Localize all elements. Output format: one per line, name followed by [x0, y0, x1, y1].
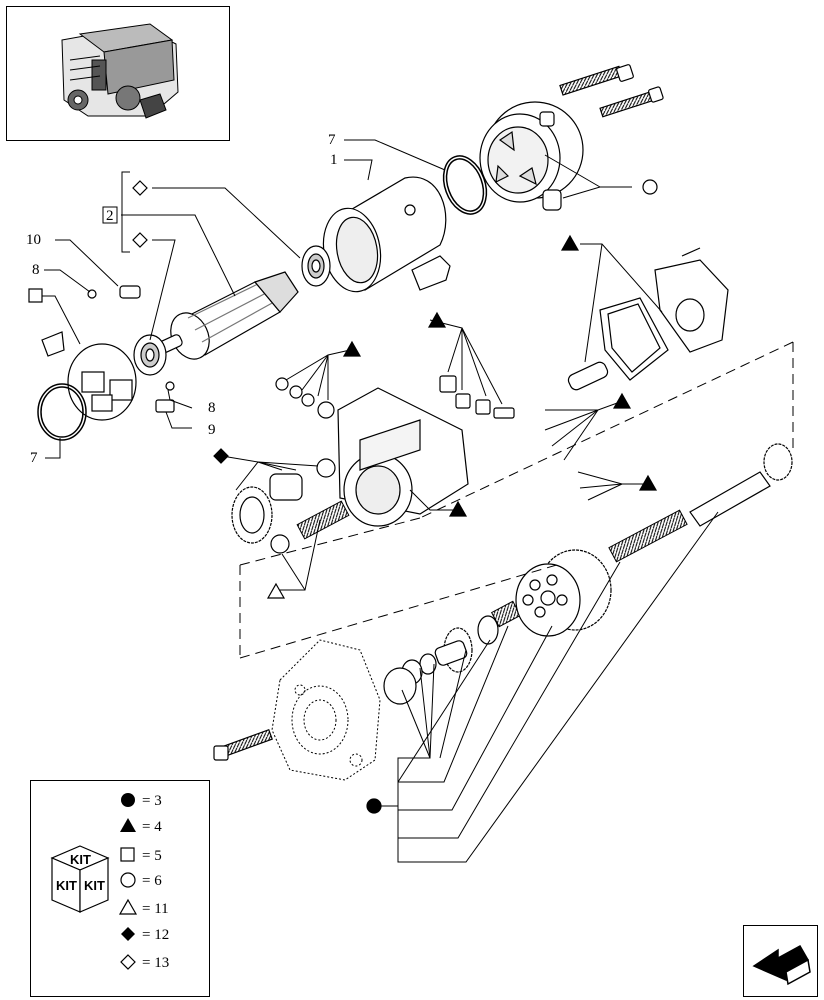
engine-thumbnail — [61, 23, 179, 119]
callout-8-lower: 8 — [208, 400, 216, 416]
legend-item-11: = 11 — [142, 901, 169, 917]
filled-triangle-icon — [120, 818, 136, 832]
callout-2: 2 — [106, 208, 114, 224]
open-circle-icon — [642, 179, 658, 195]
ball-bearing-lower — [133, 334, 167, 376]
open-diamond-icon — [132, 232, 148, 248]
filled-triangle-icon — [612, 392, 632, 409]
ball-bearing — [301, 245, 331, 287]
callout-8: 8 — [32, 262, 40, 278]
return-spring — [296, 500, 688, 628]
o-ring-lower — [37, 383, 87, 441]
through-bolt — [559, 64, 664, 118]
kit-label-left: KIT — [56, 878, 77, 893]
open-circle-icon — [120, 872, 136, 888]
kit-legend: KIT KIT KIT = 3 = 4 = 5 = 6 = 11 = 12 = … — [50, 793, 169, 971]
filled-triangle-icon — [448, 500, 468, 517]
legend-item-12: = 12 — [142, 927, 169, 943]
filled-triangle-icon — [638, 474, 658, 491]
filled-circle-icon — [121, 793, 135, 807]
filled-diamond-icon — [121, 927, 135, 941]
open-square-icon — [28, 288, 43, 303]
legend-item-13: = 13 — [142, 955, 169, 971]
kit-cube-icon — [50, 845, 110, 913]
output-shaft — [689, 443, 793, 527]
mounting-bolt — [213, 728, 273, 761]
kit-label-top: KIT — [70, 852, 91, 867]
filled-diamond-icon — [213, 448, 229, 464]
intermediate-gear — [383, 615, 499, 705]
leader-lines — [40, 139, 719, 863]
callout-9: 9 — [208, 422, 216, 438]
part-callouts: 7 1 2 10 8 8 9 7 — [26, 132, 338, 466]
callout-10: 10 — [26, 232, 41, 248]
filled-triangle-icon — [342, 340, 362, 357]
filled-triangle-icon — [427, 311, 447, 328]
pinion-gear — [231, 473, 303, 544]
sub-assembly-boundary — [239, 341, 794, 659]
washer-set — [275, 375, 515, 478]
kit-label-right: KIT — [84, 878, 105, 893]
open-triangle-icon — [266, 582, 286, 599]
ball — [270, 534, 290, 554]
legend-item-6: = 6 — [142, 873, 162, 889]
solenoid-cover — [567, 247, 729, 391]
o-ring — [442, 155, 488, 215]
planetary-gear-set — [515, 549, 612, 637]
rear-end-cap — [479, 101, 584, 211]
brush-holder-plate — [41, 331, 137, 421]
drive-housing — [337, 387, 469, 527]
field-frame-housing — [322, 176, 451, 293]
legend-item-3: = 3 — [142, 793, 162, 809]
callout-7: 7 — [328, 132, 336, 148]
legend-item-5: = 5 — [142, 848, 162, 864]
callout-7-lower: 7 — [30, 450, 38, 466]
brush-terminal — [87, 285, 175, 413]
callout-2-box — [102, 206, 118, 224]
mounting-housing-outline — [271, 639, 381, 781]
next-page-arrow-icon[interactable] — [752, 944, 811, 986]
open-square-icon — [120, 847, 135, 862]
kit-symbols — [28, 179, 658, 814]
open-diamond-icon — [132, 180, 148, 196]
open-triangle-icon — [118, 898, 138, 915]
open-diamond-icon — [120, 954, 136, 970]
armature — [159, 271, 299, 360]
callout-1: 1 — [330, 152, 338, 168]
filled-triangle-icon — [560, 234, 580, 251]
legend-item-4: = 4 — [142, 819, 162, 835]
filled-circle-icon — [366, 798, 382, 814]
